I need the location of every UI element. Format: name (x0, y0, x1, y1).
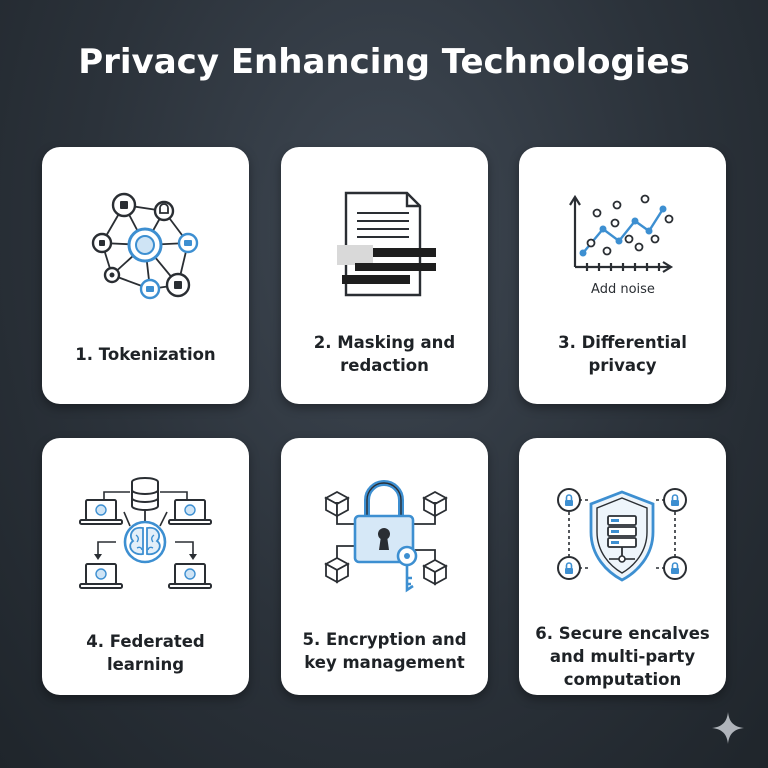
card-encryption-key-management[interactable]: 5. Encryption and key management (281, 438, 488, 695)
card-label: 6. Secure encalves and multi-party compu… (535, 624, 710, 689)
card-secure-enclaves-mpc[interactable]: 6. Secure encalves and multi-party compu… (519, 438, 726, 695)
card-differential-privacy[interactable]: Add noise 3. Differential privacy (519, 147, 726, 404)
redacted-document-icon (337, 191, 436, 297)
chart-note: Add noise (591, 282, 655, 297)
card-tokenization[interactable]: 1. Tokenization (42, 147, 249, 404)
padlock-key-icon (324, 480, 448, 593)
federated-network-icon (79, 477, 212, 589)
technology-grid: 1. Tokenization 2. Masking and redaction (42, 147, 726, 706)
page-title: Privacy Enhancing Technologies (78, 42, 690, 82)
card-masking-redaction[interactable]: 2. Masking and redaction (281, 147, 488, 404)
card-label: 1. Tokenization (75, 345, 216, 364)
card-label: 2. Masking and redaction (313, 333, 456, 375)
card-label: 5. Encryption and key management (302, 630, 467, 672)
sparkle-icon (712, 712, 744, 744)
card-label: 4. Federated learning (86, 632, 205, 674)
tokenization-network-icon (91, 192, 199, 300)
noisy-chart-icon: Add noise (569, 194, 674, 297)
shield-server-icon (557, 488, 687, 582)
card-federated-learning[interactable]: 4. Federated learning (42, 438, 249, 695)
card-label: 3. Differential privacy (558, 333, 687, 375)
